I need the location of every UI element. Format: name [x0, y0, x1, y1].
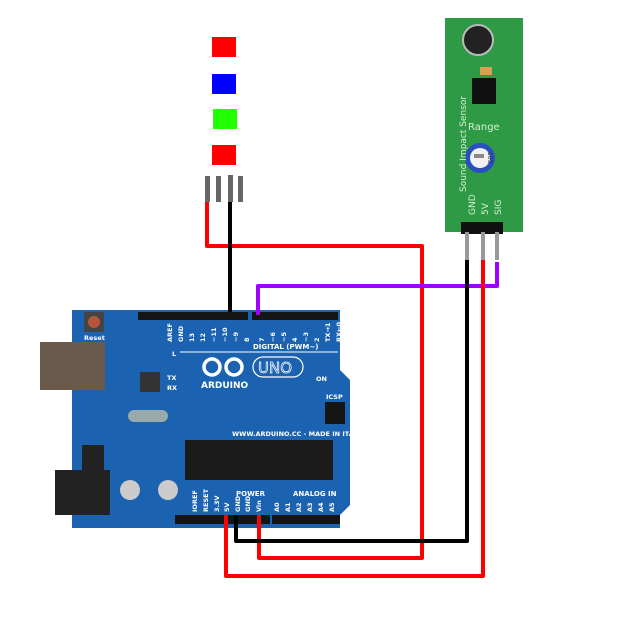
- digital-pin-label: 7: [258, 337, 266, 342]
- sound-impact-sensor: 103 Sound Impact Sensor Range GND 5V SIG: [445, 18, 523, 260]
- wire-sensor-5v: [224, 260, 485, 578]
- led-green-segment: [213, 109, 237, 129]
- icsp-label: ICSP: [326, 393, 343, 401]
- logo-text: ARDUINO: [201, 381, 249, 391]
- analog-pin-label: A2: [295, 502, 303, 512]
- analog-pin-label: A5: [328, 502, 336, 512]
- atmega-chip: [185, 440, 333, 480]
- power-pin-label: 3.3V: [213, 495, 221, 512]
- led-red-segment: [212, 37, 236, 57]
- range-label: Range: [468, 122, 500, 133]
- l-led-label: L: [172, 350, 176, 358]
- power-pin-label: Vin: [255, 500, 263, 512]
- website-label: WWW.ARDUINO.CC - MADE IN ITALY: [232, 430, 362, 438]
- digital-pin-label: ~3: [302, 332, 310, 342]
- sensor-pin-label-gnd: GND: [468, 194, 478, 215]
- digital-label: DIGITAL (PWM~): [253, 343, 318, 351]
- analog-pin-label: A3: [306, 502, 314, 512]
- analog-header: [272, 515, 340, 524]
- power-jack: [55, 470, 110, 515]
- rgb-led: [205, 37, 243, 202]
- crystal-oscillator: [128, 410, 168, 422]
- model-label: UNO: [258, 359, 292, 377]
- analog-pin-label: A0: [273, 502, 281, 512]
- sensor-header: [461, 222, 503, 234]
- digital-pin-label: GND: [177, 325, 185, 342]
- voltage-regulator: [82, 445, 104, 470]
- digital-pin-label: RX←0: [335, 322, 343, 342]
- digital-pin-label: 12: [199, 333, 207, 342]
- digital-pin-label: ~11: [210, 327, 218, 342]
- digital-pin-label: 4: [291, 337, 299, 342]
- analog-label: ANALOG IN: [293, 490, 337, 498]
- capacitor: [480, 67, 492, 75]
- digital-pin-label: 2: [313, 337, 321, 342]
- power-header: [175, 515, 270, 524]
- reset-label: Reset: [84, 334, 105, 342]
- sensor-pin-label-sig: SIG: [494, 200, 504, 215]
- power-pin-label: GND: [234, 495, 242, 512]
- led-blue-segment: [212, 74, 236, 94]
- pot-label: 103: [486, 152, 493, 164]
- analog-pin-label: A4: [317, 502, 325, 512]
- digital-pin-label: 8: [243, 337, 251, 342]
- digital-pin-label: ~6: [269, 332, 277, 342]
- wires: [205, 202, 499, 578]
- power-pin-label: GND: [244, 495, 252, 512]
- wire-led-to-vin: [205, 202, 424, 560]
- usb-chip: [140, 372, 160, 392]
- tx-label: TX: [167, 374, 176, 382]
- icsp-header: [325, 402, 345, 424]
- digital-pin-label: ~5: [280, 332, 288, 342]
- sensor-pin-label-5v: 5V: [481, 202, 491, 215]
- power-pin-label: RESET: [202, 488, 210, 512]
- wire-sensor-gnd: [234, 260, 469, 543]
- led-red-segment: [212, 145, 236, 165]
- digital-pin-label: ~9: [232, 332, 240, 342]
- microphone-icon: [462, 24, 494, 56]
- digital-header-left: [138, 312, 248, 320]
- sensor-title: Sound Impact Sensor: [459, 96, 469, 192]
- wire-sig-to-pin7: [256, 262, 499, 315]
- capacitor: [158, 480, 178, 500]
- on-led-label: ON: [316, 375, 327, 383]
- digital-pin-label: 13: [188, 333, 196, 342]
- digital-pin-label: TX→1: [324, 322, 332, 342]
- led-pins: [205, 175, 243, 202]
- analog-pin-label: A1: [284, 502, 292, 512]
- arduino-logo: UNO ARDUINO: [201, 356, 304, 391]
- power-pin-label: 5V: [223, 502, 231, 512]
- digital-pin-label: ~10: [221, 327, 229, 342]
- digital-pin-label: AREF: [166, 323, 174, 342]
- power-pin-label: IOREF: [191, 490, 199, 512]
- digital-header-right: [252, 312, 338, 320]
- capacitor: [120, 480, 140, 500]
- rx-label: RX: [167, 384, 177, 392]
- ic-chip: [472, 78, 496, 104]
- power-label: POWER: [236, 490, 266, 498]
